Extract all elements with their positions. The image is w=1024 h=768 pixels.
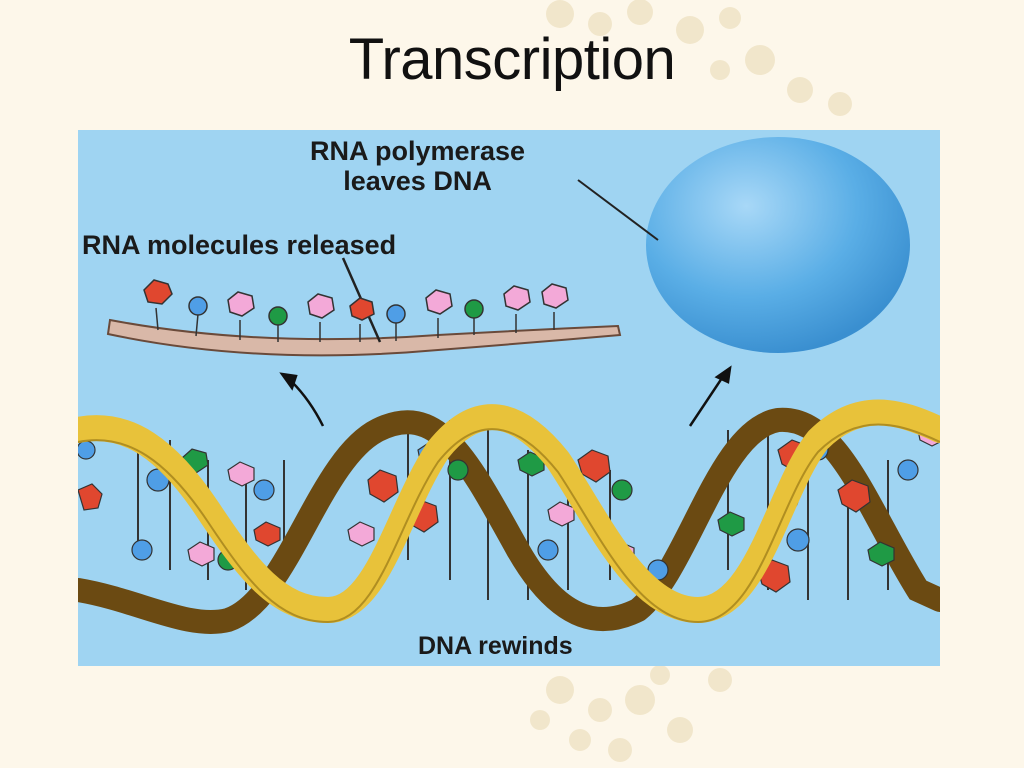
- transcription-illustration: [78, 137, 940, 634]
- rewind-arrows: [279, 365, 732, 427]
- dna-backbone-dark: [78, 407, 940, 634]
- transcription-figure: RNA polymerase leaves DNA RNA molecules …: [78, 130, 940, 666]
- slide-title: Transcription: [348, 27, 676, 92]
- polymerase-label-line1: RNA polymerase: [310, 136, 526, 166]
- rna-strand: [106, 318, 622, 357]
- dna-backbone-gold: [78, 399, 940, 624]
- polymerase-label-line2: leaves DNA: [343, 166, 492, 196]
- rna-nucleotides: [143, 279, 569, 342]
- rna-molecules-label: RNA molecules released: [82, 230, 397, 260]
- dna-backbone-gold-edge: [78, 423, 940, 624]
- dna-rewinds-label: DNA rewinds: [418, 632, 573, 660]
- rna-polymerase-sphere: [646, 137, 910, 353]
- polymerase-pointer-line: [577, 179, 659, 241]
- polymerase-label: RNA polymerase leaves DNA: [310, 136, 525, 196]
